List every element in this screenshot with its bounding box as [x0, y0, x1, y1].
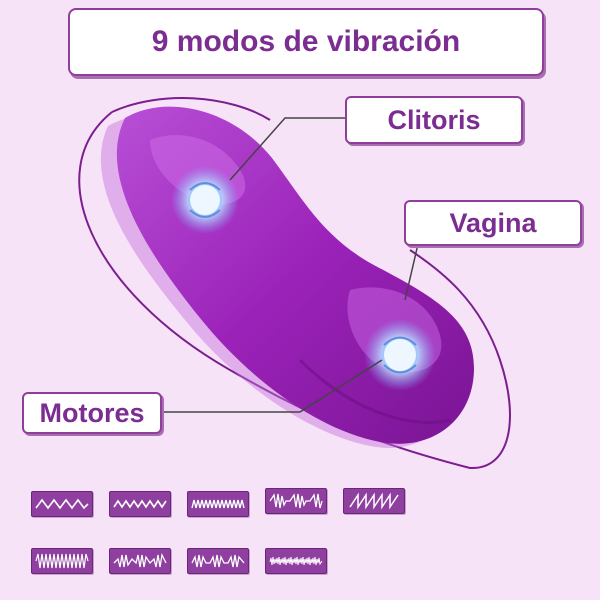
leader-vagina — [404, 243, 419, 301]
leader-clitoris — [229, 117, 345, 181]
mode-button-2[interactable] — [109, 491, 171, 517]
mode-button-5[interactable] — [343, 488, 405, 514]
title-banner: 9 modos de vibración — [68, 8, 544, 76]
mode-button-8[interactable] — [187, 548, 249, 574]
vagina-motor — [364, 319, 436, 391]
label-motores: Motores — [22, 392, 162, 434]
mode-button-1[interactable] — [31, 491, 93, 517]
label-clitoris: Clitoris — [345, 96, 523, 144]
label-motores-text: Motores — [39, 397, 145, 428]
clitoris-motor — [171, 166, 239, 234]
label-clitoris-text: Clitoris — [387, 104, 481, 135]
label-vagina: Vagina — [404, 200, 582, 246]
label-vagina-text: Vagina — [449, 207, 537, 238]
mode-button-9[interactable] — [265, 548, 327, 574]
mode-button-4[interactable] — [265, 488, 327, 514]
page-title: 9 modos de vibración — [151, 25, 461, 58]
outline-curve — [78, 111, 511, 470]
mode-button-7[interactable] — [109, 548, 171, 574]
mode-button-6[interactable] — [31, 548, 93, 574]
outline-curve-top — [111, 97, 271, 121]
mode-button-3[interactable] — [187, 491, 249, 517]
